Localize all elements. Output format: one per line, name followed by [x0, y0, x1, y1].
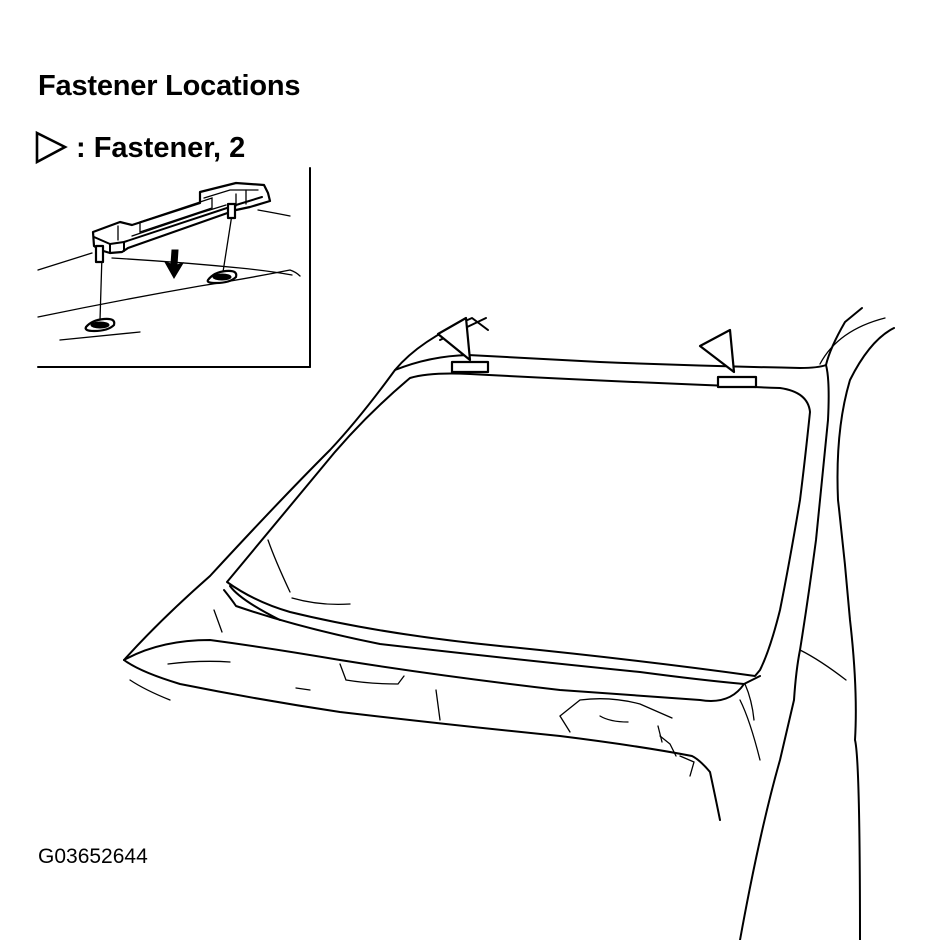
fastener-marker-1	[436, 316, 490, 374]
triangle-outline-icon	[35, 130, 68, 165]
diagram-title: Fastener Locations	[38, 70, 301, 102]
vehicle-body	[123, 307, 895, 940]
fastener-marker-2	[698, 328, 758, 389]
figure-code: G03652644	[38, 845, 148, 868]
legend: : Fastener, 2	[34, 130, 245, 166]
legend-text: : Fastener, 2	[76, 131, 246, 164]
fastener-detail-inset	[37, 167, 311, 368]
